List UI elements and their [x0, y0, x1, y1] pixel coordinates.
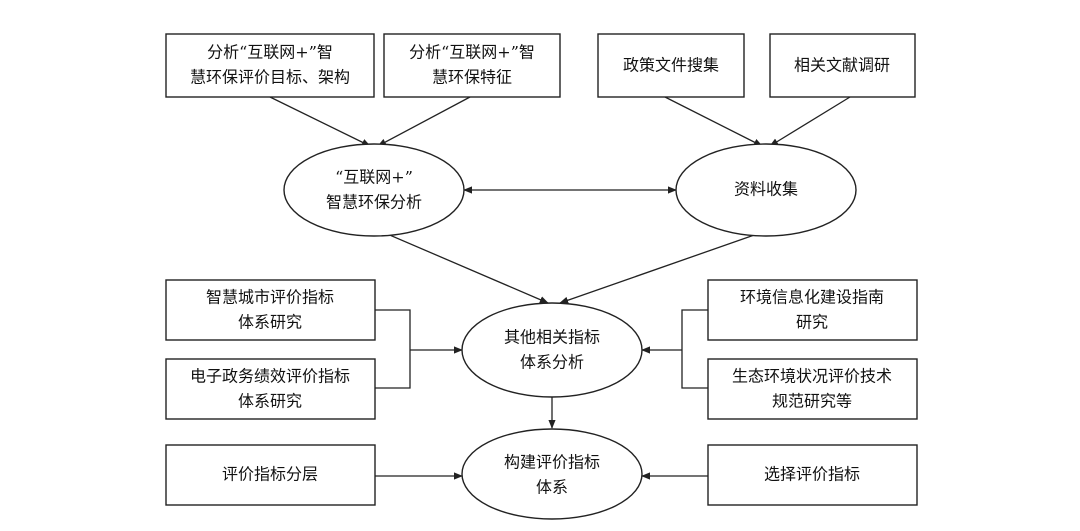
box-goal: 分析“互联网+”智 慧环保评价目标、架构: [165, 33, 375, 98]
ellipse-analysis-line1: “互联网+”: [335, 168, 413, 187]
ellipse-other-line1: 其他相关指标: [504, 328, 600, 347]
arrow-policy-to-collect: [664, 96, 763, 147]
box-smart-city: 智慧城市评价指标 体系研究: [165, 279, 376, 341]
box-literature: 相关文献调研: [769, 33, 916, 98]
box-env-info: 环境信息化建设指南 研究: [707, 279, 918, 341]
box-feature-line2: 慧环保特征: [432, 68, 512, 87]
box-feature-line1: 分析“互联网+”智: [409, 43, 535, 62]
ellipse-analysis-line2: 智慧环保分析: [326, 193, 422, 212]
ellipse-collect-label: 资料收集: [734, 180, 798, 199]
box-egov-line1: 电子政务绩效评价指标: [190, 367, 350, 386]
box-layer-label: 评价指标分层: [222, 465, 318, 484]
ellipse-analysis: “互联网+” 智慧环保分析: [283, 143, 465, 237]
bracket-right: [681, 309, 708, 389]
arrow-literature-to-collect: [769, 96, 851, 147]
ellipse-other: 其他相关指标 体系分析: [461, 302, 643, 398]
arrow-analysis-to-other: [377, 229, 549, 304]
arrow-collect-to-other: [559, 232, 761, 304]
box-feature: 分析“互联网+”智 慧环保特征: [383, 33, 561, 98]
arrow-feature-to-analysis: [377, 96, 471, 147]
box-literature-label: 相关文献调研: [794, 56, 890, 75]
arrow-goal-to-analysis: [269, 96, 371, 147]
box-eco-env-line1: 生态环境状况评价技术: [732, 367, 892, 386]
box-smart-city-line2: 体系研究: [238, 313, 302, 332]
ellipse-build-line1: 构建评价指标: [504, 453, 600, 472]
bracket-left: [375, 309, 411, 389]
box-egov: 电子政务绩效评价指标 体系研究: [165, 358, 376, 420]
box-select-label: 选择评价指标: [764, 465, 860, 484]
box-layer: 评价指标分层: [165, 444, 376, 506]
ellipse-collect: 资料收集: [675, 143, 857, 237]
ellipse-build: 构建评价指标 体系: [461, 428, 643, 520]
box-egov-line2: 体系研究: [238, 392, 302, 411]
box-eco-env: 生态环境状况评价技术 规范研究等: [707, 358, 918, 420]
box-goal-line1: 分析“互联网+”智: [207, 43, 333, 62]
box-env-info-line2: 研究: [796, 313, 828, 332]
box-eco-env-line2: 规范研究等: [772, 392, 852, 411]
ellipse-other-line2: 体系分析: [520, 353, 584, 372]
box-goal-line2: 慧环保评价目标、架构: [190, 68, 350, 87]
box-smart-city-line1: 智慧城市评价指标: [206, 288, 334, 307]
box-policy-label: 政策文件搜集: [623, 56, 719, 75]
ellipse-build-line2: 体系: [536, 478, 568, 497]
box-select: 选择评价指标: [707, 444, 918, 506]
box-env-info-line1: 环境信息化建设指南: [740, 288, 884, 307]
box-policy: 政策文件搜集: [597, 33, 745, 98]
connectors: [269, 96, 851, 480]
